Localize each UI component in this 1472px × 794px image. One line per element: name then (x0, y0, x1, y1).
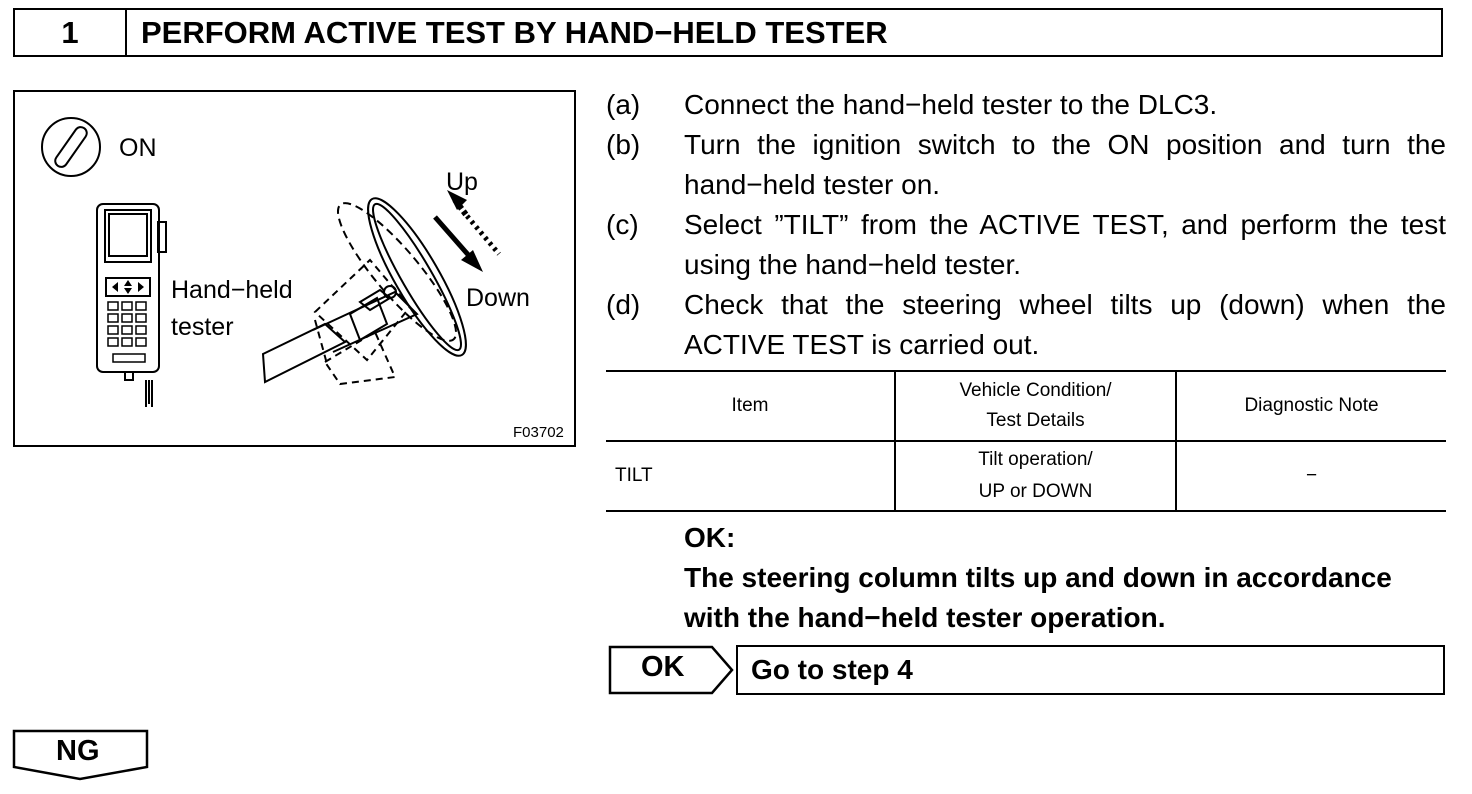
table-row: TILT Tilt operation/ UP or DOWN − (606, 440, 1446, 512)
ok-result-label: OK: (684, 522, 736, 553)
ok-goto-step[interactable]: Go to step 4 (736, 645, 1445, 695)
up-arrow-icon (447, 190, 501, 256)
table-header-row: Item Vehicle Condition/ Test Details Dia… (606, 370, 1446, 442)
active-test-table: Item Vehicle Condition/ Test Details Dia… (606, 370, 1446, 512)
ok-result-text: The steering column tilts up and down in… (684, 562, 1392, 633)
table-cell-condition-line2: UP or DOWN (978, 481, 1093, 502)
table-cell-note: − (1175, 440, 1446, 512)
ok-flow-label: OK (641, 651, 685, 683)
ng-flow-label: NG (56, 735, 100, 767)
up-label: Up (446, 168, 478, 196)
down-arrow-icon (433, 215, 483, 272)
instruction-text: Connect the hand−held tester to the DLC3… (684, 89, 1218, 120)
instruction-item: (b) Turn the ignition switch to the ON p… (606, 125, 1446, 205)
ignition-switch-icon (41, 117, 101, 177)
table-header-condition-line2: Test Details (986, 410, 1085, 431)
ignition-on-label: ON (119, 134, 157, 162)
steering-column-icon (261, 197, 467, 386)
table-cell-condition-line1: Tilt operation/ (978, 449, 1093, 470)
instruction-letter: (d) (606, 289, 641, 320)
table-header-item: Item (606, 370, 896, 442)
tester-label-line2: tester (171, 313, 234, 341)
instruction-text: Turn the ignition switch to the ON posit… (684, 129, 1446, 200)
step-number: 1 (15, 10, 127, 55)
down-label: Down (466, 284, 530, 312)
ok-flow-button[interactable]: OK (608, 645, 734, 700)
ok-result: OK: The steering column tilts up and dow… (684, 518, 1448, 638)
instruction-letter: (c) (606, 209, 639, 240)
instruction-item: (d) Check that the steering wheel tilts … (606, 285, 1446, 365)
instruction-letter: (a) (606, 89, 641, 120)
ok-arrow-shape (608, 645, 734, 695)
instruction-text: Select ”TILT” from the ACTIVE TEST, and … (684, 209, 1446, 280)
step-title: PERFORM ACTIVE TEST BY HAND−HELD TESTER (141, 14, 888, 50)
table-cell-condition: Tilt operation/ UP or DOWN (894, 440, 1177, 512)
illustration-figure: ON Hand−held tester Up Down F03702 (13, 90, 576, 447)
ng-flow-button[interactable]: NG (12, 729, 152, 786)
instruction-item: (a) Connect the hand−held tester to the … (606, 85, 1446, 125)
table-header-condition-line1: Vehicle Condition/ (959, 380, 1112, 401)
figure-code: F03702 (513, 424, 564, 441)
instruction-text: Check that the steering wheel tilts up (… (684, 289, 1446, 360)
table-header-note: Diagnostic Note (1175, 370, 1446, 442)
instruction-letter: (b) (606, 129, 641, 160)
step-header: 1 PERFORM ACTIVE TEST BY HAND−HELD TESTE… (13, 8, 1443, 57)
instruction-list: (a) Connect the hand−held tester to the … (606, 85, 1446, 365)
table-cell-item: TILT (606, 440, 896, 512)
illustration-drawing (41, 117, 501, 407)
hand-held-tester-icon (96, 203, 167, 407)
tester-label-line1: Hand−held (171, 276, 293, 304)
ng-arrow-shape (12, 729, 149, 781)
table-header-condition: Vehicle Condition/ Test Details (894, 370, 1177, 442)
instruction-item: (c) Select ”TILT” from the ACTIVE TEST, … (606, 205, 1446, 285)
